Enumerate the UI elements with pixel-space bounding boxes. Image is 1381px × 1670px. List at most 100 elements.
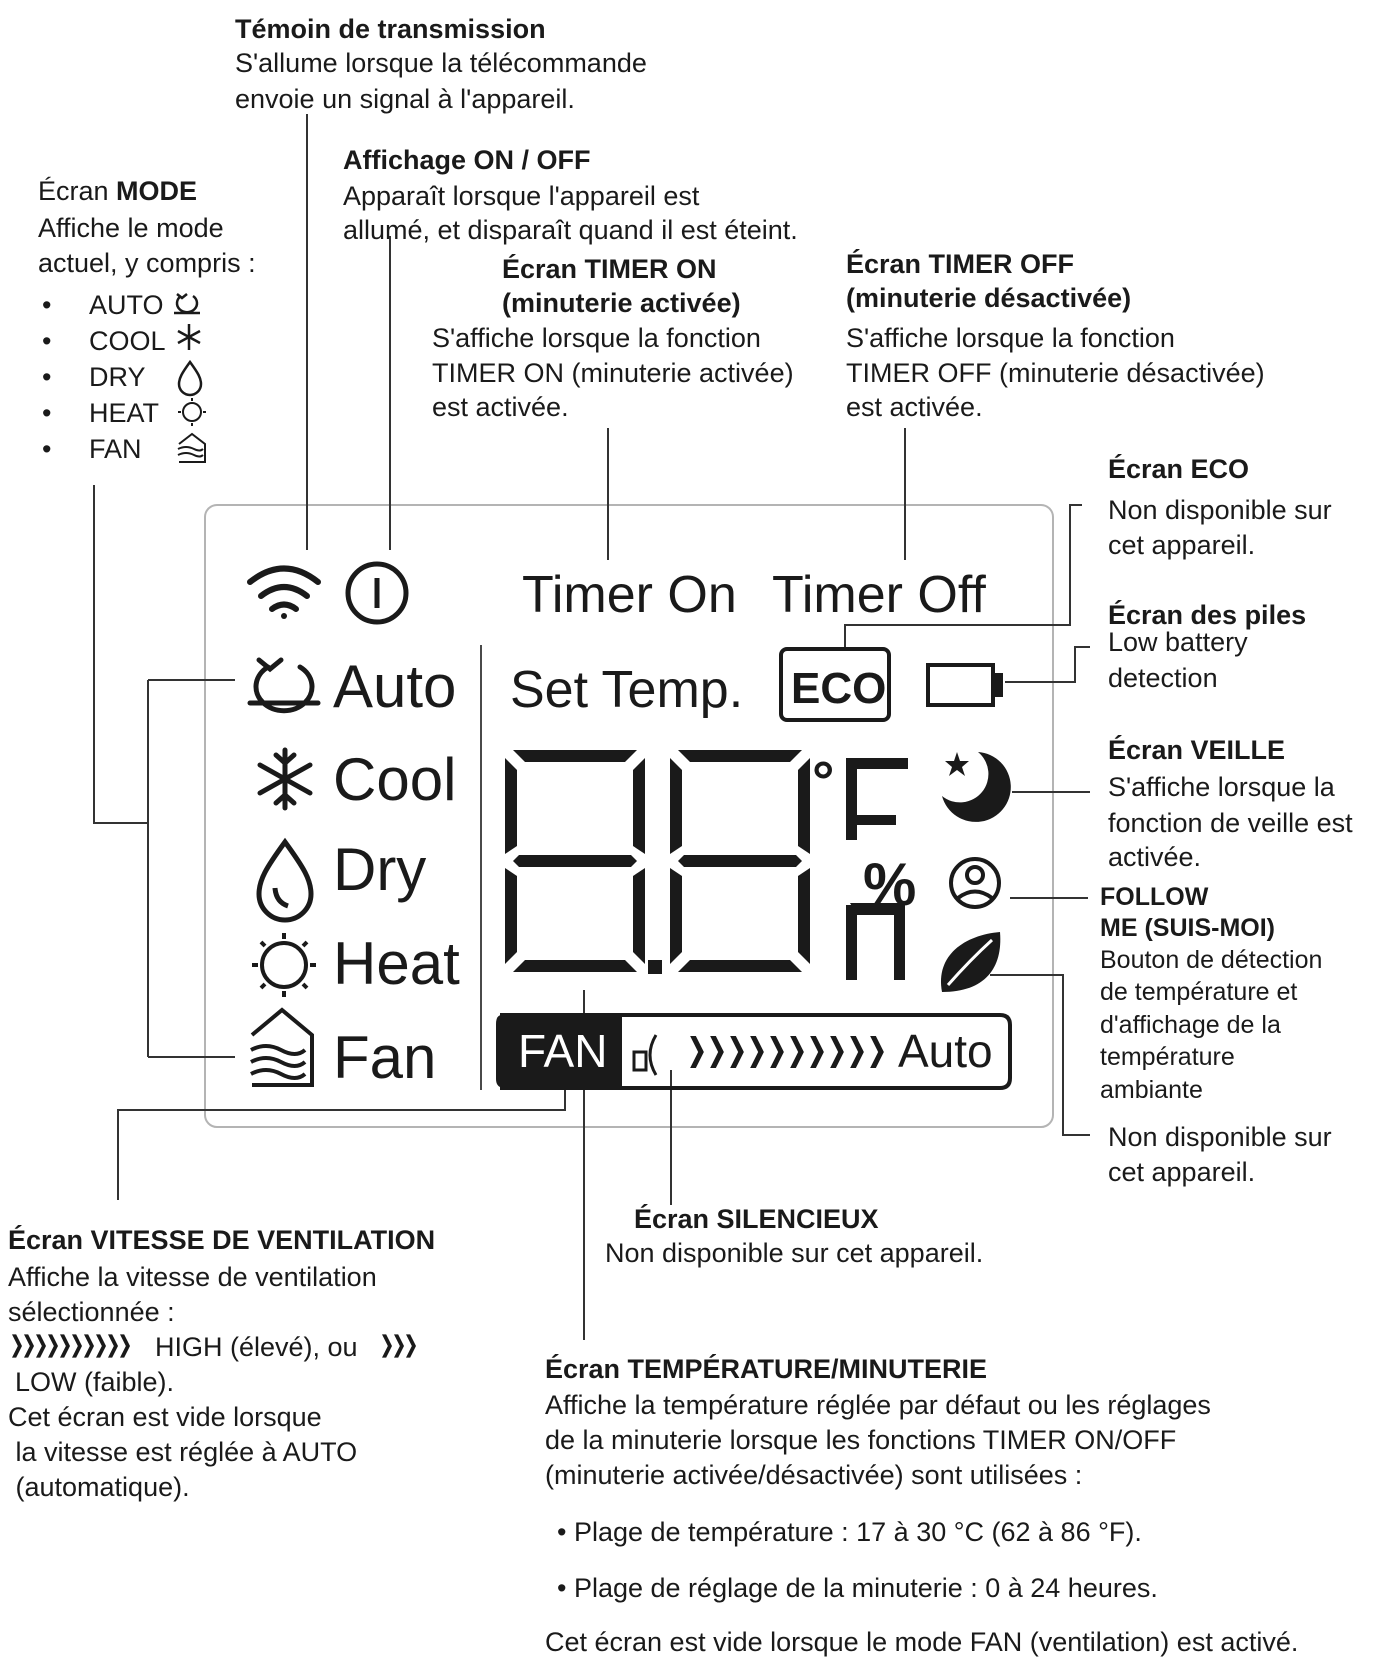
leaf-desc-1: Non disponible sur <box>1108 1122 1332 1152</box>
sleep-desc-1: S'affiche lorsque la <box>1108 772 1335 802</box>
chevron-icon <box>406 1334 416 1358</box>
chevron-icon <box>710 1036 724 1068</box>
follow-title-1: FOLLOW <box>1100 883 1209 911</box>
sleep-moon-icon <box>942 752 1011 822</box>
battery-desc-2: detection <box>1108 663 1218 693</box>
eco-badge-label: ECO <box>791 664 886 713</box>
auto-icon <box>174 293 200 315</box>
lcd-sun-icon <box>252 933 316 997</box>
mode-item-dry: • DRY <box>42 362 146 392</box>
follow-desc-2: de température et <box>1100 978 1298 1006</box>
fan-speed-desc-3: Cet écran est vide lorsque <box>8 1402 322 1432</box>
timer-off-desc-1: S'affiche lorsque la fonction <box>846 323 1175 353</box>
timer-off-title-2: (minuterie désactivée) <box>846 283 1132 313</box>
chevron-icon <box>830 1036 844 1068</box>
transmission-desc-2: envoie un signal à l'appareil. <box>235 84 575 114</box>
chevron-icon <box>36 1334 46 1358</box>
timer-on-title-1: Écran TIMER ON <box>502 254 717 284</box>
mode-desc-1: Affiche le mode <box>38 213 224 243</box>
timer-off-desc-3: est activée. <box>846 392 983 422</box>
lcd-mode-cool: Cool <box>333 746 456 813</box>
temp-timer-desc-3: (minuterie activée/désactivée) sont util… <box>545 1460 1083 1490</box>
onoff-desc-1: Apparaît lorsque l'appareil est <box>343 181 700 211</box>
timer-on-title-2: (minuterie activée) <box>502 288 741 318</box>
lcd-timer-off: Timer Off <box>772 566 986 624</box>
lcd-timer-on: Timer On <box>522 566 737 624</box>
mode-title-prefix: Écran <box>38 176 117 206</box>
fan-speed-low: LOW (faible). <box>15 1367 175 1397</box>
fan-speed-title: Écran VITESSE DE VENTILATION <box>8 1225 436 1255</box>
chevron-icon <box>72 1334 82 1358</box>
chevron-icon <box>730 1036 744 1068</box>
lcd-mode-auto: Auto <box>333 653 456 720</box>
timer-on-desc-3: est activée. <box>432 392 569 422</box>
lcd-mode-fan: Fan <box>333 1024 436 1091</box>
silent-title: Écran SILENCIEUX <box>634 1204 879 1234</box>
follow-title-2: ME (SUIS-MOI) <box>1100 914 1275 942</box>
battery-icon <box>926 663 1003 707</box>
temp-timer-footer: Cet écran est vide lorsque le mode FAN (… <box>545 1627 1299 1657</box>
silent-desc: Non disponible sur cet appareil. <box>605 1238 984 1268</box>
low-speed-chevrons-icon <box>382 1334 416 1358</box>
mode-item-fan-label: FAN <box>88 434 142 464</box>
mode-item-cool: • COOL <box>42 326 166 356</box>
eco-desc-2: cet appareil. <box>1108 530 1256 560</box>
lcd-mode-heat: Heat <box>333 930 460 997</box>
mode-item-heat: • HEAT <box>42 398 159 428</box>
chevron-icon <box>84 1334 94 1358</box>
temp-timer-title: Écran TEMPÉRATURE/MINUTERIE <box>545 1354 988 1384</box>
digit-1 <box>505 750 645 972</box>
lcd-set-temp: Set Temp. <box>510 661 743 719</box>
mode-title-bold: MODE <box>116 176 198 206</box>
chevron-icon <box>12 1334 22 1358</box>
chevron-icon <box>750 1036 764 1068</box>
lcd-mode-dry: Dry <box>333 836 426 903</box>
lcd-drop-icon <box>256 837 314 923</box>
fan-speed-bar <box>496 1013 1012 1090</box>
mode-item-fan: • FAN <box>42 434 142 464</box>
follow-desc-3: d'affichage de la <box>1100 1011 1281 1039</box>
digit-2 <box>670 750 810 972</box>
temp-timer-desc-2: de la minuterie lorsque les fonctions TI… <box>545 1425 1177 1455</box>
chevron-icon <box>96 1334 106 1358</box>
speed-chevrons <box>690 1036 884 1068</box>
fan-speed-high: HIGH (élevé), ou <box>155 1332 358 1362</box>
fan-speed-label: FAN <box>518 1025 607 1077</box>
timer-off-title-1: Écran TIMER OFF <box>846 249 1075 279</box>
mode-title: Écran MODE <box>38 174 197 208</box>
lcd-auto-icon <box>247 657 321 714</box>
mode-item-heat-label: HEAT <box>88 398 159 428</box>
mode-item-cool-label: COOL <box>88 326 166 356</box>
timer-on-desc-2: TIMER ON (minuterie activée) <box>432 358 794 388</box>
snowflake-icon <box>177 324 201 350</box>
lcd-fan-house-icon <box>250 1007 314 1087</box>
fan-speed-desc-4: la vitesse est réglée à AUTO <box>8 1437 358 1467</box>
timer-off-desc-2: TIMER OFF (minuterie désactivée) <box>846 358 1265 388</box>
chevron-icon <box>810 1036 824 1068</box>
follow-desc-4: température <box>1100 1043 1235 1071</box>
fan-speed-desc-1: Affiche la vitesse de ventilation <box>8 1262 377 1292</box>
silent-icon <box>632 1034 658 1076</box>
fan-speed-desc-2: sélectionnée : <box>8 1297 175 1327</box>
eco-title: Écran ECO <box>1108 454 1250 484</box>
mode-item-dry-label: DRY <box>88 362 146 392</box>
chevron-icon <box>48 1334 58 1358</box>
onoff-desc-2: allumé, et disparaît quand il est éteint… <box>343 215 798 245</box>
fan-speed-desc-5: (automatique). <box>8 1472 190 1502</box>
sun-icon <box>178 398 206 426</box>
transmission-title: Témoin de transmission <box>235 14 546 44</box>
temp-range-text: Plage de température : 17 à 30 °C (62 à … <box>573 1517 1142 1547</box>
temp-timer-desc-1: Affiche la température réglée par défaut… <box>545 1390 1211 1420</box>
onoff-title: Affichage ON / OFF <box>343 145 591 175</box>
chevron-icon <box>790 1036 804 1068</box>
chevron-icon <box>60 1334 70 1358</box>
mode-list-icons <box>174 293 206 463</box>
follow-me-icon <box>949 857 1001 909</box>
eco-desc-1: Non disponible sur <box>1108 495 1332 525</box>
unit-segments <box>846 758 908 980</box>
chevron-icon <box>108 1334 118 1358</box>
drop-icon <box>177 359 203 397</box>
chevron-icon <box>24 1334 34 1358</box>
mode-desc-2: actuel, y compris : <box>38 248 256 278</box>
